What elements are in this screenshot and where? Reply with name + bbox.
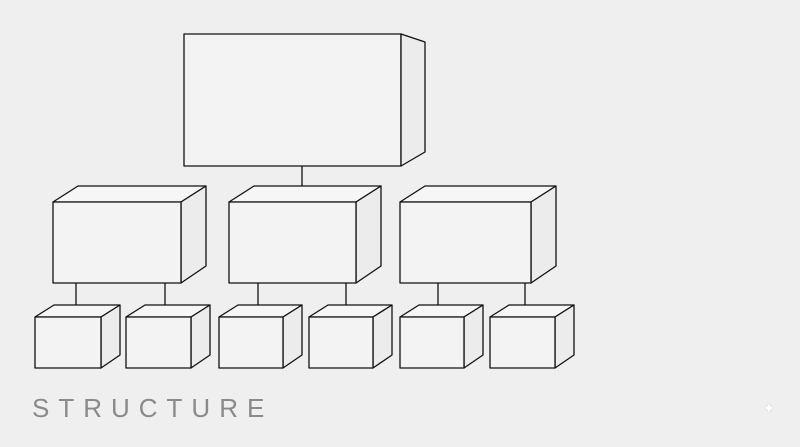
level2-box-right	[399, 185, 557, 284]
caption-text: STRUCTURE	[32, 393, 274, 423]
sparkle-icon: ✦	[763, 400, 775, 416]
level3-box-4	[308, 304, 393, 369]
level3-box-1	[34, 304, 121, 369]
level3-box-5	[399, 304, 484, 369]
level2-box-middle	[228, 185, 382, 284]
root-box	[183, 33, 426, 167]
level3-box-2	[125, 304, 211, 369]
level2-box-left	[52, 185, 207, 284]
level3-box-6	[489, 304, 575, 369]
level3-box-3	[218, 304, 303, 369]
